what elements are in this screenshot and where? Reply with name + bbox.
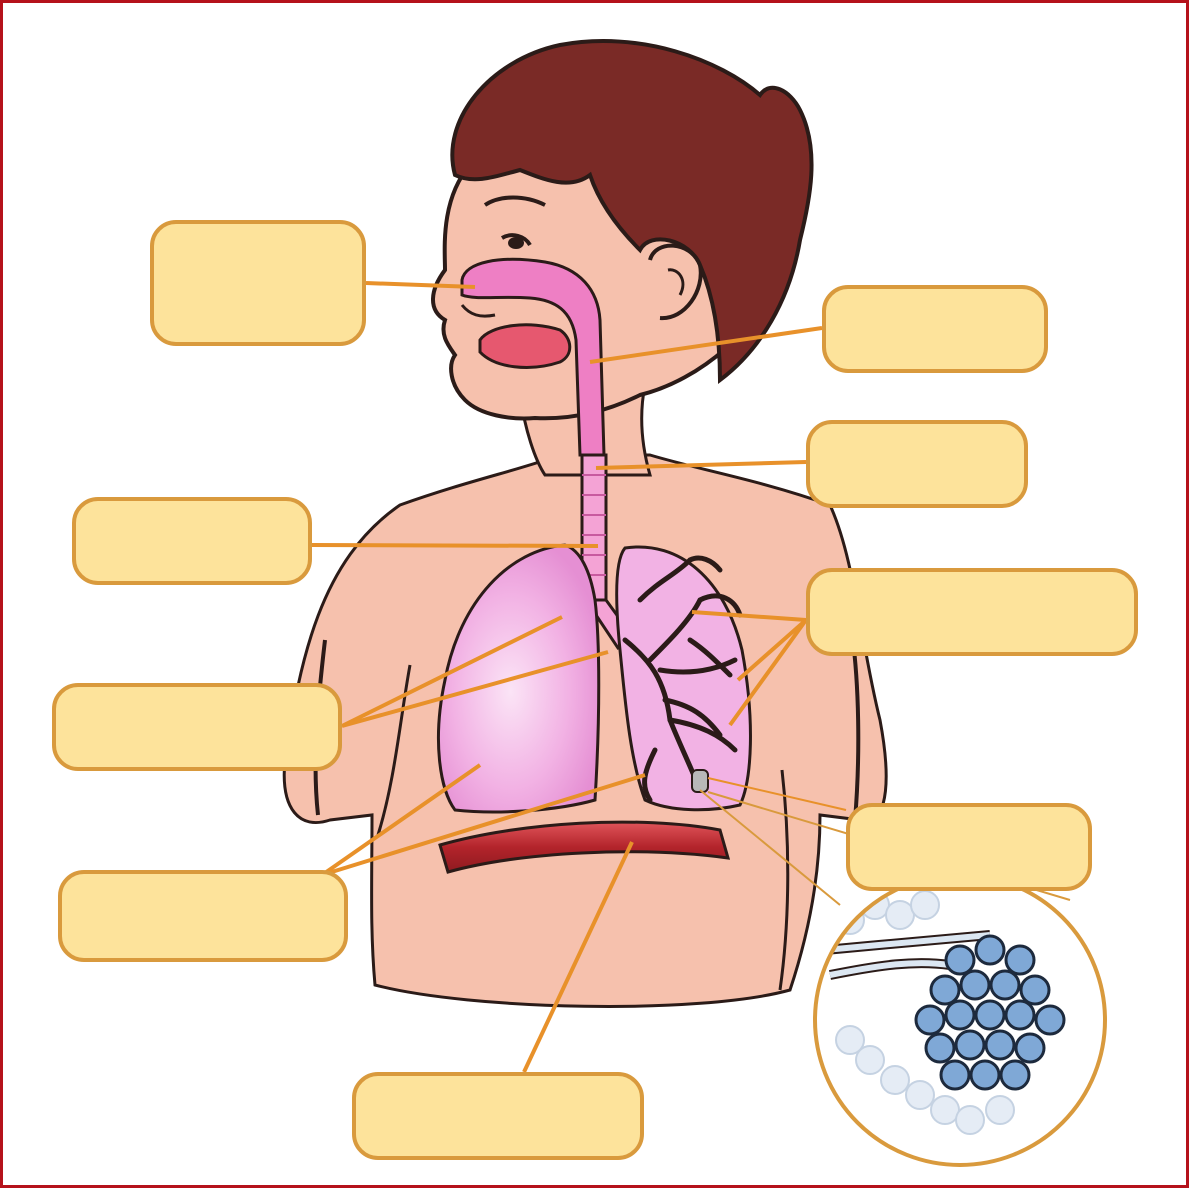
label-lungs[interactable] [58, 870, 348, 962]
label-bronchi[interactable] [52, 683, 342, 771]
label-larynx[interactable] [806, 420, 1028, 508]
label-bronchioles[interactable] [806, 568, 1138, 656]
label-pharynx[interactable] [822, 285, 1048, 373]
label-diaphragm[interactable] [352, 1072, 644, 1160]
label-trachea[interactable] [72, 497, 312, 585]
label-nasal-cavity[interactable] [150, 220, 366, 346]
label-alveoli[interactable] [846, 803, 1092, 891]
